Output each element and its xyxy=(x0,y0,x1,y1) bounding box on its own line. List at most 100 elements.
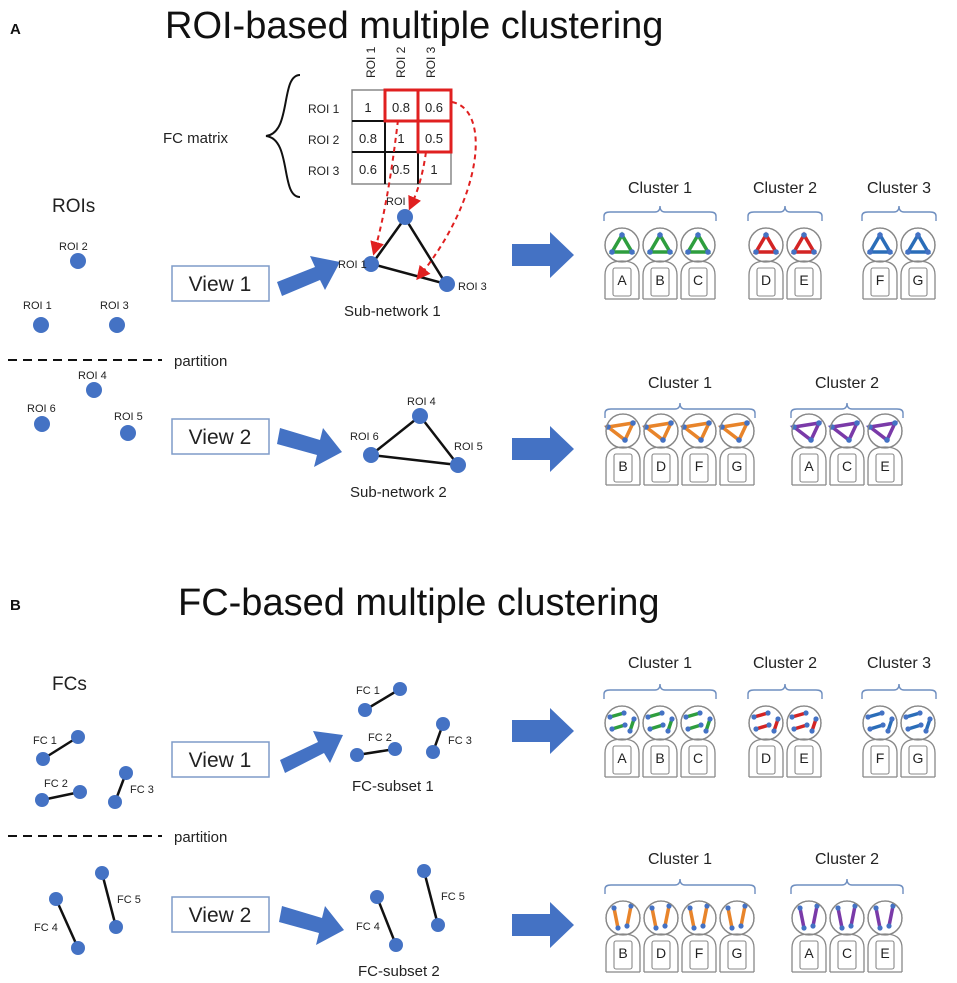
glyph-node xyxy=(700,923,706,929)
glyph-node xyxy=(695,232,701,238)
glyph-node xyxy=(660,722,666,728)
subnetwork-node xyxy=(363,256,379,272)
subject-figure: F xyxy=(862,227,898,300)
cluster-bracket xyxy=(790,402,904,418)
glyph-edges xyxy=(752,231,780,254)
subject-figure: A xyxy=(604,705,640,778)
matrix-cell: 0.5 xyxy=(392,162,410,177)
fc-label: FC 2 xyxy=(44,778,68,790)
glyph-edges xyxy=(790,231,818,254)
subject-letter: E xyxy=(880,458,889,474)
view-2-box xyxy=(171,896,270,933)
subnetwork-node-label: ROI 4 xyxy=(407,396,436,408)
glyph-edges xyxy=(827,420,860,443)
subject-figure: A xyxy=(791,900,827,973)
subject-letter: A xyxy=(617,272,627,288)
glyph-node xyxy=(609,726,615,732)
fc-node xyxy=(71,730,85,744)
subject-figure: F xyxy=(862,705,898,778)
arrow-to-clusters-b1 xyxy=(512,708,574,754)
subnetwork-node xyxy=(412,408,428,424)
view-2-label: View 2 xyxy=(189,904,252,927)
partition-label: partition xyxy=(174,353,227,370)
cluster-title: Cluster 1 xyxy=(628,655,692,672)
cluster-bracket xyxy=(604,402,756,418)
subnetwork-2: ROI 4 ROI 6 ROI 5 Sub-network 2 xyxy=(350,396,483,501)
glyph-node xyxy=(611,905,617,911)
highlight-cell-1-2 xyxy=(416,119,453,154)
cluster-title: Cluster 3 xyxy=(867,180,931,197)
fc-label: FC 4 xyxy=(356,921,380,933)
subject-letter: C xyxy=(842,945,852,961)
glyph-node xyxy=(811,249,817,255)
glyph-node xyxy=(687,905,693,911)
glyph-node xyxy=(698,722,704,728)
glyph-node xyxy=(801,925,807,931)
subject-tag xyxy=(837,453,857,483)
glyph-node xyxy=(873,905,879,911)
subject-letter: E xyxy=(799,272,808,288)
fc-matrix-label: FC matrix xyxy=(163,130,228,147)
glyph-node xyxy=(659,710,665,716)
glyph-node xyxy=(865,714,871,720)
fc-node xyxy=(109,920,123,934)
subject-tag xyxy=(908,267,928,297)
glyph-node xyxy=(917,710,923,716)
glyph-edges xyxy=(865,420,898,443)
glyph-node xyxy=(668,420,674,426)
subject-figure: D xyxy=(643,900,679,973)
glyph-node xyxy=(773,249,779,255)
subnetwork-node-label: ROI 2 xyxy=(386,196,415,208)
glyph-node xyxy=(925,249,931,255)
subject-figure: B xyxy=(642,227,678,300)
glyph-node xyxy=(662,923,668,929)
glyph-node xyxy=(685,726,691,732)
subject-figure: G xyxy=(900,227,936,300)
red-dashed-arrow xyxy=(370,119,399,256)
fc-node xyxy=(119,766,133,780)
cluster-bracket xyxy=(861,205,937,221)
glyph-node xyxy=(797,905,803,911)
subject-figure: C xyxy=(680,227,716,300)
fc-matrix: FC matrix ROI 1 ROI 2 ROI 3 ROI 1 ROI 2 … xyxy=(163,46,453,198)
subject-letter: G xyxy=(732,945,743,961)
glyph-node xyxy=(766,722,772,728)
fc-matrix-brace xyxy=(265,74,301,198)
subject-letter: B xyxy=(618,945,627,961)
subnetwork-1-edges xyxy=(369,215,449,287)
glyph-node xyxy=(647,726,653,732)
fc-subset-2: FC 4 FC 5 FC-subset 2 xyxy=(356,864,465,980)
glyph-node xyxy=(789,714,795,720)
glyph-node xyxy=(918,722,924,728)
glyph-node xyxy=(703,728,709,734)
glyph-edges xyxy=(904,231,932,254)
glyph-node xyxy=(667,249,673,255)
cluster-title: Cluster 2 xyxy=(815,851,879,868)
subject-letter: F xyxy=(695,458,704,474)
roi-node xyxy=(109,317,125,333)
subject-figure: D xyxy=(748,705,784,778)
subject-figure: A xyxy=(789,413,827,486)
roi-label: ROI 5 xyxy=(114,411,143,423)
subject-tag xyxy=(799,940,819,970)
subnetwork-1-label: Sub-network 1 xyxy=(344,303,441,320)
subject-tag xyxy=(908,745,928,775)
glyph-node xyxy=(867,726,873,732)
subnetwork-2-edges xyxy=(367,414,461,467)
cluster-title: Cluster 1 xyxy=(648,375,712,392)
glyph-edges xyxy=(641,420,674,443)
glyph-node xyxy=(835,905,841,911)
subject-letter: C xyxy=(693,272,703,288)
subject-letter: G xyxy=(732,458,743,474)
subject-tag xyxy=(875,940,895,970)
subject-figure: E xyxy=(865,413,903,486)
glyph-edge xyxy=(849,905,857,927)
subject-letter: A xyxy=(804,458,814,474)
